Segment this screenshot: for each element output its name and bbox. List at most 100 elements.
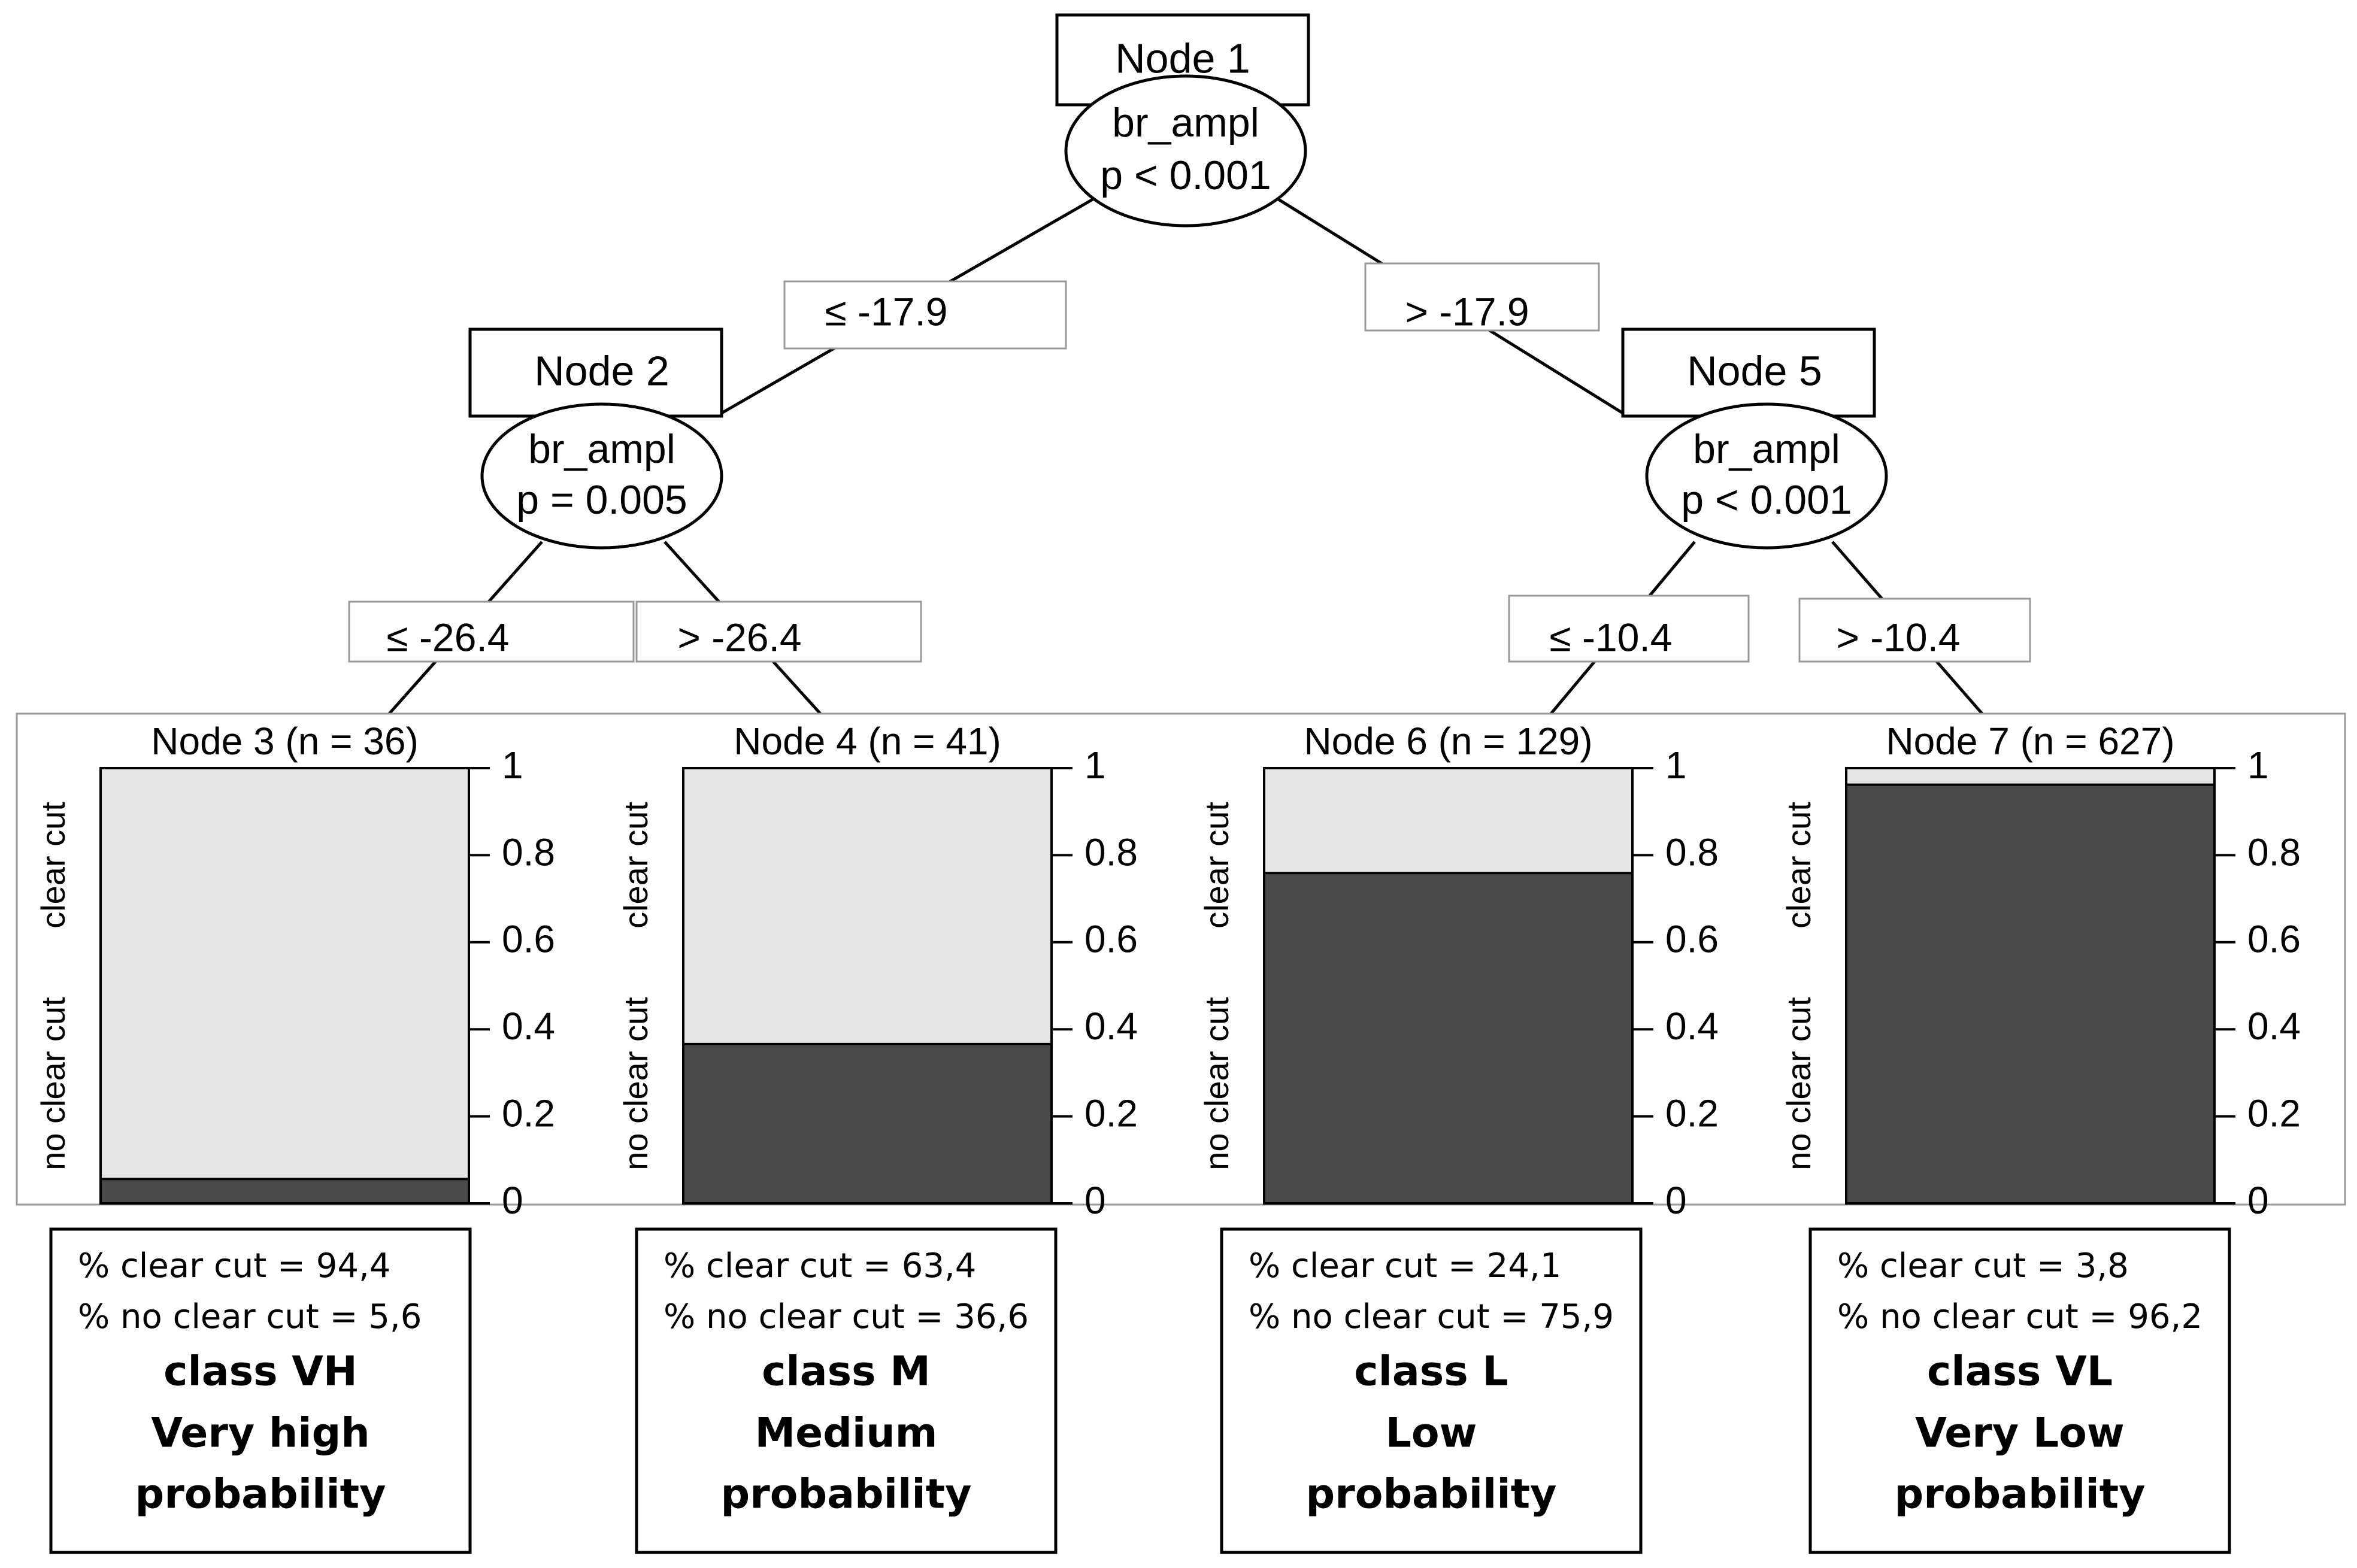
probability-word: probability [135,1471,386,1518]
terminal-title: Node 3 (n = 36) [151,720,419,763]
node-5-pvalue: p < 0.001 [1681,477,1852,523]
node-5-variable: br_ampl [1693,426,1840,472]
node-1-ellipse [1064,74,1307,228]
edge-label-n1-right-text: > -17.9 [1405,289,1529,333]
edge-label-n2-left-text: ≤ -26.4 [387,615,510,659]
bar-segment-no-clear-cut [1264,873,1632,1203]
axis-tick-label: 0.4 [502,1005,555,1048]
axis-tick-label: 0 [2247,1179,2269,1222]
bar-segment-clear-cut [1846,768,2214,785]
edge-label-n5-right-text: > -10.4 [1836,615,1960,659]
probability-level: Medium [755,1410,937,1457]
axis-tick-label: 0.4 [2247,1005,2301,1048]
bar-outline [1845,767,2216,1205]
class-label: class VH [163,1348,358,1396]
node-2-ellipse [480,402,723,550]
node-5-ellipse [1645,402,1888,550]
stats-box-frame [635,1227,1058,1554]
stats-box: % clear cut = 3,8% no clear cut = 96,2cl… [1808,1227,2231,1554]
probability-level: Low [1386,1410,1477,1457]
probability-level: Very high [151,1410,369,1457]
axis-tick-label: 0.8 [502,830,555,874]
axis-tick-label: 0 [1665,1179,1687,1222]
node-1-variable: br_ampl [1112,100,1259,145]
stat-clear-cut: % clear cut = 94,4 [78,1246,390,1285]
axis-tick-label: 0.2 [1665,1092,1719,1135]
terminal-nodes: Node 3 (n = 36) 1 0.8 0.6 0.4 0.2 0 clear cut no… [34,720,2301,1554]
edge-label-n2-left: ≤ -26.4 [348,600,635,663]
stat-no-clear-cut: % no clear cut = 75,9 [1249,1297,1614,1336]
edge-label-n5-right: > -10.4 [1798,598,2031,663]
node-5-title: Node 5 [1687,347,1822,394]
ylabel-clear-cut: clear cut [1780,802,1817,929]
axis-tick-label: 1 [1084,744,1106,787]
stat-clear-cut: % clear cut = 3,8 [1837,1246,2129,1285]
node-1: Node 1 br_ampl p < 0.001 [1055,13,1310,228]
axis-tick-label: 0.6 [1084,918,1138,961]
edge-labels: ≤ -17.9 > -17.9 ≤ -26.4 > -26.4 ≤ -10.4 … [348,262,2031,663]
bar-segment-clear-cut [683,768,1052,1044]
probability-word: probability [1895,1471,2146,1518]
stats-box-frame [1220,1227,1643,1554]
node-1-pvalue: p < 0.001 [1100,153,1271,198]
ylabel-no-clear-cut: no clear cut [1780,997,1817,1170]
axis-tick-label: 0.8 [1665,830,1719,874]
bar-outline [1263,767,1634,1205]
axis-tick-label: 0.4 [1084,1005,1138,1048]
node-1-title: Node 1 [1115,35,1250,81]
axis-tick-label: 0 [1084,1179,1106,1222]
class-label: class L [1354,1348,1508,1396]
stat-clear-cut: % clear cut = 63,4 [664,1246,976,1285]
bar-segment-no-clear-cut [101,1179,469,1203]
axis-tick-label: 0.2 [502,1092,555,1135]
terminal-title: Node 6 (n = 129) [1304,720,1592,763]
stat-no-clear-cut: % no clear cut = 5,6 [78,1297,422,1336]
ylabel-clear-cut: clear cut [1198,802,1235,929]
probability-level: Very Low [1915,1410,2124,1457]
edge-label-n1-right: > -17.9 [1364,262,1600,333]
bar-outline [99,767,470,1205]
node-5: Node 5 br_ampl p < 0.001 [1621,327,1888,550]
stats-box: % clear cut = 94,4 % no clear cut = 5,6 cl… [49,1227,472,1554]
terminal-panel-frame [16,712,2346,1206]
node-2-pvalue: p = 0.005 [516,477,687,523]
ylabel-clear-cut: clear cut [617,802,655,929]
edge-label-n5-left-text: ≤ -10.4 [1550,615,1673,659]
axis-tick-label: 0.2 [2247,1092,2301,1135]
probability-word: probability [721,1471,972,1518]
axis-tick-label: 0.6 [1665,918,1719,961]
probability-word: probability [1306,1471,1557,1518]
axis-tick-label: 1 [502,744,523,787]
class-label: class VL [1927,1348,2113,1396]
stats-box: % clear cut = 63,4% no clear cut = 36,6c… [635,1227,1058,1554]
axis-tick-label: 0.2 [1084,1092,1138,1135]
bar-segment-clear-cut [101,768,469,1179]
bar-outline [682,767,1053,1205]
edge-label-n2-right: > -26.4 [635,600,922,663]
bar-segment-clear-cut [1264,768,1632,874]
stats-box-frame [1808,1227,2231,1554]
ylabel-no-clear-cut: no clear cut [1198,997,1235,1170]
stats-box: % clear cut = 24,1 % no clear cut = 75,9 c… [1220,1227,1643,1554]
ylabel-no-clear-cut: no clear cut [34,997,72,1170]
node-2-variable: br_ampl [528,426,675,472]
axis-tick-label: 1 [2247,744,2269,787]
edge-label-n1-left: ≤ -17.9 [783,280,1067,350]
node-2: Node 2 br_ampl p = 0.005 [468,327,723,550]
ylabel-no-clear-cut: no clear cut [617,997,655,1170]
terminal-title: Node 7 (n = 627) [1886,720,2174,763]
axis-tick-label: 0.6 [2247,918,2301,961]
edge-label-n2-right-text: > -26.4 [677,615,801,659]
stat-no-clear-cut: % no clear cut = 36,6 [664,1297,1029,1336]
edge-label-n5-left: ≤ -10.4 [1508,595,1750,663]
node-2-title: Node 2 [534,347,669,394]
axis-tick-label: 0 [502,1179,523,1222]
stat-clear-cut: % clear cut = 24,1 [1249,1246,1561,1285]
axis-tick-label: 0.6 [502,918,555,961]
stats-box-frame [49,1227,472,1554]
axis-tick-label: 1 [1665,744,1687,787]
